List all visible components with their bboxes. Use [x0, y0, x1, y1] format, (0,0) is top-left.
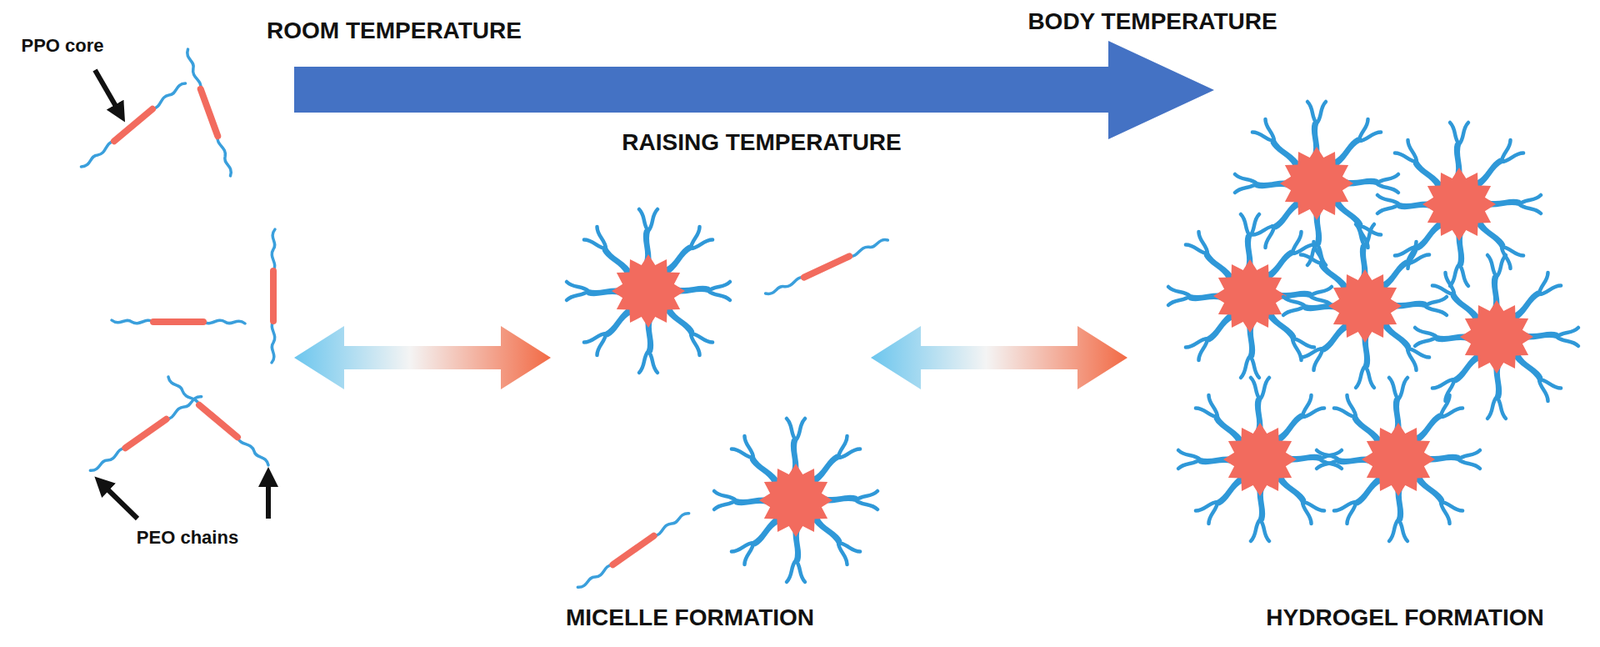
temperature-arrow	[294, 40, 1215, 140]
part-label: PPO core	[20, 35, 104, 57]
stage-label: MICELLE FORMATION	[565, 604, 815, 631]
unimer-chains	[80, 49, 275, 473]
temperature-label: ROOM TEMPERATURE	[266, 17, 522, 45]
hydrogel-network	[1168, 101, 1579, 541]
stage-label: HYDROGEL FORMATION	[1265, 604, 1544, 631]
temperature-label: BODY TEMPERATURE	[1027, 8, 1277, 35]
double-arrow	[870, 325, 1128, 390]
micelles	[566, 209, 888, 590]
pointer-arrows	[95, 70, 269, 519]
process-label: RAISING TEMPERATURE	[621, 129, 902, 156]
double-arrow	[294, 325, 551, 390]
part-label: PEO chains	[136, 526, 239, 549]
